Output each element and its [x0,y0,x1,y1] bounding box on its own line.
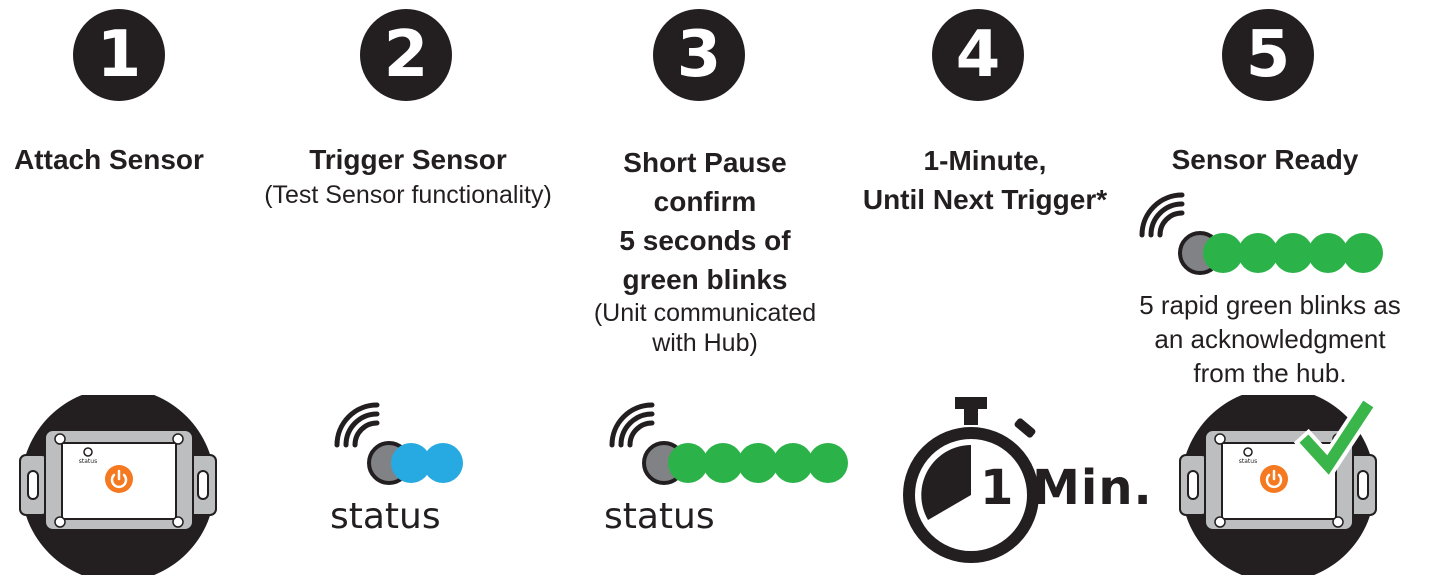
led-green-5 [808,443,848,483]
led-green-2 [1238,233,1278,273]
stopwatch-icon [903,397,1039,563]
led-green-4 [773,443,813,483]
step-1-badge: 1 [73,9,165,101]
step-4-title: 1-Minute, Until Next Trigger* [862,145,1108,215]
led-blue-2 [423,443,463,483]
led-green-2 [703,443,743,483]
step-2-led-indicator [334,402,463,485]
signal-waves-icon [1139,192,1185,238]
step-3-led-indicator [609,402,848,485]
step-3-title: Short Pause confirm 5 seconds of green b… [619,147,791,295]
step-5-badge: 5 [1222,9,1314,101]
step-4-badge: 4 [932,9,1024,101]
signal-waves-icon [609,402,655,448]
device-status-label: status [1239,458,1257,465]
step-1-title: Attach Sensor [14,144,204,175]
step-5-subtitle: 5 rapid green blinks as an acknowledgmen… [1139,290,1401,388]
timer-label: 1 Min. [980,460,1153,516]
led-green-3 [738,443,778,483]
step-1-device-image: status [19,395,217,575]
power-button-icon [110,469,128,489]
led-green-1 [1203,233,1243,273]
step-2-badge: 2 [360,9,452,101]
step-5-device-image: status [1179,395,1379,575]
led-green-4 [1308,233,1348,273]
step-5-led-indicator [1139,192,1383,275]
led-green-5 [1343,233,1383,273]
step-3-subtitle: (Unit communicated with Hub) [593,299,817,357]
led-green-3 [1273,233,1313,273]
step-2-status-label: status [330,496,441,537]
step-5-title: Sensor Ready [1171,144,1359,175]
step-2-title: Trigger Sensor [309,144,507,175]
step-3-badge: 3 [653,9,745,101]
led-blue-1 [391,443,431,483]
step-3-status-label: status [604,496,715,537]
signal-waves-icon [334,402,380,448]
step-2-subtitle: (Test Sensor functionality) [264,181,552,209]
led-green-1 [668,443,708,483]
power-button-icon [1265,469,1283,489]
device-status-label: status [79,458,97,465]
